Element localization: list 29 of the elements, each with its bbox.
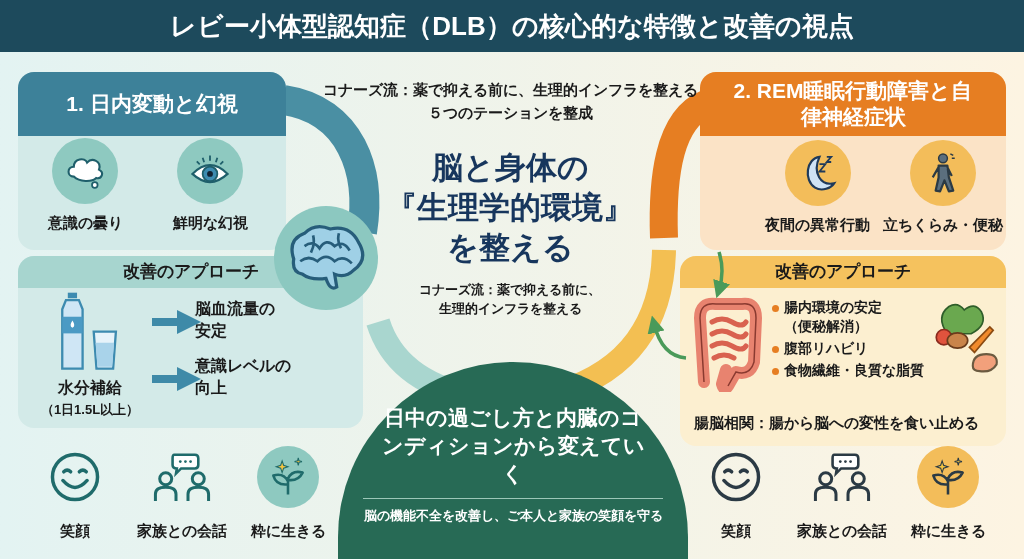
central-subtitle: コナーズ流：薬で抑える前に、生理的インフラを整える xyxy=(418,281,602,318)
water-caption: 水分補給 xyxy=(58,378,122,398)
subtitle-text: コナーズ流：薬で抑える前に、生理的インフラを整える５つのテーションを整成 xyxy=(321,80,699,123)
title-bar: レビー小体型認知症（DLB）の核心的な特徴と改善の視点 xyxy=(0,0,1024,52)
icon-caption: 意識の曇り xyxy=(47,213,123,233)
icon-caption: 家族との会話 xyxy=(797,521,887,541)
result-text: 脳血流量の安定 xyxy=(195,299,276,341)
panel-header: 改善のアプローチ xyxy=(680,256,1006,288)
arrow xyxy=(647,315,687,360)
bullet-text: 腸内環境の安定（便秘解消） xyxy=(784,298,883,336)
panel-header: 1. 日内変動と幻視 xyxy=(18,72,286,136)
banner-heading: 日中の過ごし方と内臓のコンディションから変えていく xyxy=(380,405,646,487)
result-text: 意識レベルの向上 xyxy=(195,356,292,398)
gut-brain-note: 腸脳相関：腸から脳への変性を食い止める xyxy=(694,413,979,433)
icon-caption: 夜間の異常行動 xyxy=(765,215,870,235)
icon-caption: 笑顔 xyxy=(721,521,751,541)
icon-caption: 鮮明な幻視 xyxy=(172,213,248,233)
bullet-text: 食物繊維・良質な脂質 xyxy=(784,361,924,380)
panel-header: 2. REM睡眠行動障害と自律神経症状 xyxy=(700,72,1006,136)
banner-subtitle: 脳の機能不全を改善し、ご本人と家族の笑顔を守る xyxy=(363,507,663,525)
icon-caption: 家族との会話 xyxy=(137,521,227,541)
arrow xyxy=(713,251,730,299)
icon-caption: 立ちくらみ・便秘 xyxy=(882,215,1003,235)
bullet-text: 腹部リハビリ xyxy=(784,339,868,358)
icon-caption: 笑顔 xyxy=(60,521,90,541)
icon-caption: 粋に生きる xyxy=(250,521,326,541)
central-heading: 脳と身体の『生理学的環境』を整える xyxy=(385,149,635,267)
water-caption: （1日1.5L以上） xyxy=(40,401,140,419)
icon-caption: 粋に生きる xyxy=(910,521,986,541)
